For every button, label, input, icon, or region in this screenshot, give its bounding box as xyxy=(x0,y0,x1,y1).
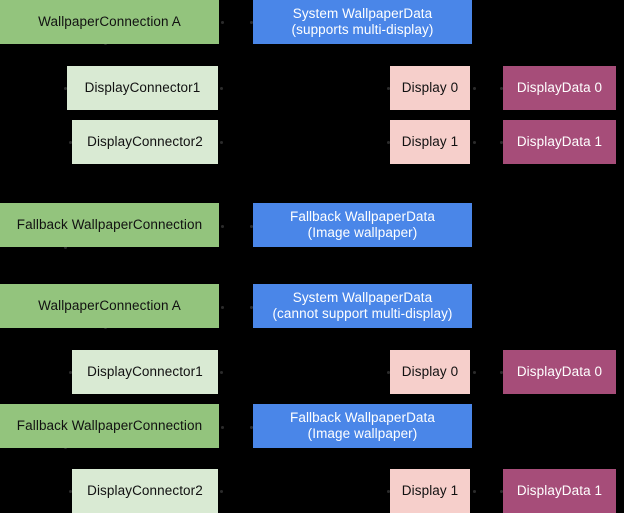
connector-pin xyxy=(221,225,224,228)
node-display-data-0-bottom[interactable]: DisplayData 0 xyxy=(503,350,616,394)
node-display-0-top[interactable]: Display 0 xyxy=(390,66,470,110)
connector-pin xyxy=(500,490,503,493)
node-fallback-wallpaperdata-mid[interactable]: Fallback WallpaperData (Image wallpaper) xyxy=(253,203,472,247)
connector-pin xyxy=(473,87,476,90)
connector-pin xyxy=(387,371,390,374)
node-label: DisplayConnector2 xyxy=(87,133,203,149)
connector-pin xyxy=(387,87,390,90)
connector-pin xyxy=(221,426,224,429)
node-label: DisplayConnector1 xyxy=(84,79,201,95)
node-display-connector-2-top[interactable]: DisplayConnector2 xyxy=(72,120,218,164)
connector-pin xyxy=(220,87,223,90)
node-fallback-wallpaper-connection-bottom[interactable]: Fallback WallpaperConnection xyxy=(0,404,219,448)
connector-pin xyxy=(500,87,503,90)
node-display-data-1-top[interactable]: DisplayData 1 xyxy=(503,120,616,164)
connector-pin xyxy=(500,371,503,374)
connector-pin xyxy=(473,490,476,493)
node-label: Display 1 xyxy=(401,133,459,149)
connector-pin xyxy=(220,371,223,374)
node-label: WallpaperConnection A xyxy=(38,297,181,313)
connector-pin xyxy=(250,225,253,228)
node-display-1-bottom[interactable]: Display 1 xyxy=(390,469,470,513)
connector-pin xyxy=(69,371,72,374)
node-label: System WallpaperData (supports multi-dis… xyxy=(291,5,434,37)
connector-pin xyxy=(473,371,476,374)
node-label: DisplayData 0 xyxy=(516,363,603,379)
node-label: System WallpaperData (cannot support mul… xyxy=(272,289,453,321)
node-display-1-top[interactable]: Display 1 xyxy=(390,120,470,164)
node-label: Fallback WallpaperData (Image wallpaper) xyxy=(289,409,435,441)
node-system-wallpaperdata-supports[interactable]: System WallpaperData (supports multi-dis… xyxy=(253,0,472,44)
node-display-data-1-bottom[interactable]: DisplayData 1 xyxy=(503,469,616,513)
node-wallpaper-connection-a-top[interactable]: WallpaperConnection A xyxy=(0,0,219,44)
connector-pin xyxy=(64,87,67,90)
connector-pin xyxy=(69,141,72,144)
node-display-connector-2-bottom[interactable]: DisplayConnector2 xyxy=(72,469,218,513)
node-label: DisplayData 1 xyxy=(516,482,603,498)
connector-pin xyxy=(220,141,223,144)
node-display-data-0-top[interactable]: DisplayData 0 xyxy=(503,66,616,110)
node-fallback-wallpaper-connection-mid[interactable]: Fallback WallpaperConnection xyxy=(0,203,219,247)
connector-pin xyxy=(473,141,476,144)
connector-pin xyxy=(387,141,390,144)
connector-pin xyxy=(250,426,253,429)
node-display-0-bottom[interactable]: Display 0 xyxy=(390,350,470,394)
connector-pin xyxy=(221,21,224,24)
node-wallpaper-connection-a-mid[interactable]: WallpaperConnection A xyxy=(0,284,219,328)
node-label: Display 0 xyxy=(401,363,459,379)
node-label: Fallback WallpaperConnection xyxy=(16,216,203,232)
node-display-connector-1-bottom[interactable]: DisplayConnector1 xyxy=(72,350,218,394)
node-label: DisplayData 1 xyxy=(516,133,603,149)
connector-pin xyxy=(500,141,503,144)
node-fallback-wallpaperdata-bottom[interactable]: Fallback WallpaperData (Image wallpaper) xyxy=(253,404,472,448)
node-label: DisplayConnector1 xyxy=(87,363,203,379)
connector-pin xyxy=(69,490,72,493)
connector-pin xyxy=(220,490,223,493)
node-label: Fallback WallpaperData (Image wallpaper) xyxy=(289,208,435,240)
node-label: DisplayData 0 xyxy=(516,79,603,95)
node-display-connector-1-top[interactable]: DisplayConnector1 xyxy=(67,66,218,110)
node-label: Display 1 xyxy=(401,482,459,498)
connector-pin xyxy=(387,490,390,493)
connector-pin xyxy=(221,306,224,309)
node-label: Display 0 xyxy=(401,79,459,95)
connector-pin xyxy=(64,246,67,249)
connector-pin xyxy=(250,21,253,24)
connector-pin xyxy=(250,306,253,309)
node-system-wallpaperdata-cannot[interactable]: System WallpaperData (cannot support mul… xyxy=(253,284,472,328)
node-label: Fallback WallpaperConnection xyxy=(16,417,203,433)
node-label: WallpaperConnection A xyxy=(38,13,181,29)
node-label: DisplayConnector2 xyxy=(87,482,203,498)
